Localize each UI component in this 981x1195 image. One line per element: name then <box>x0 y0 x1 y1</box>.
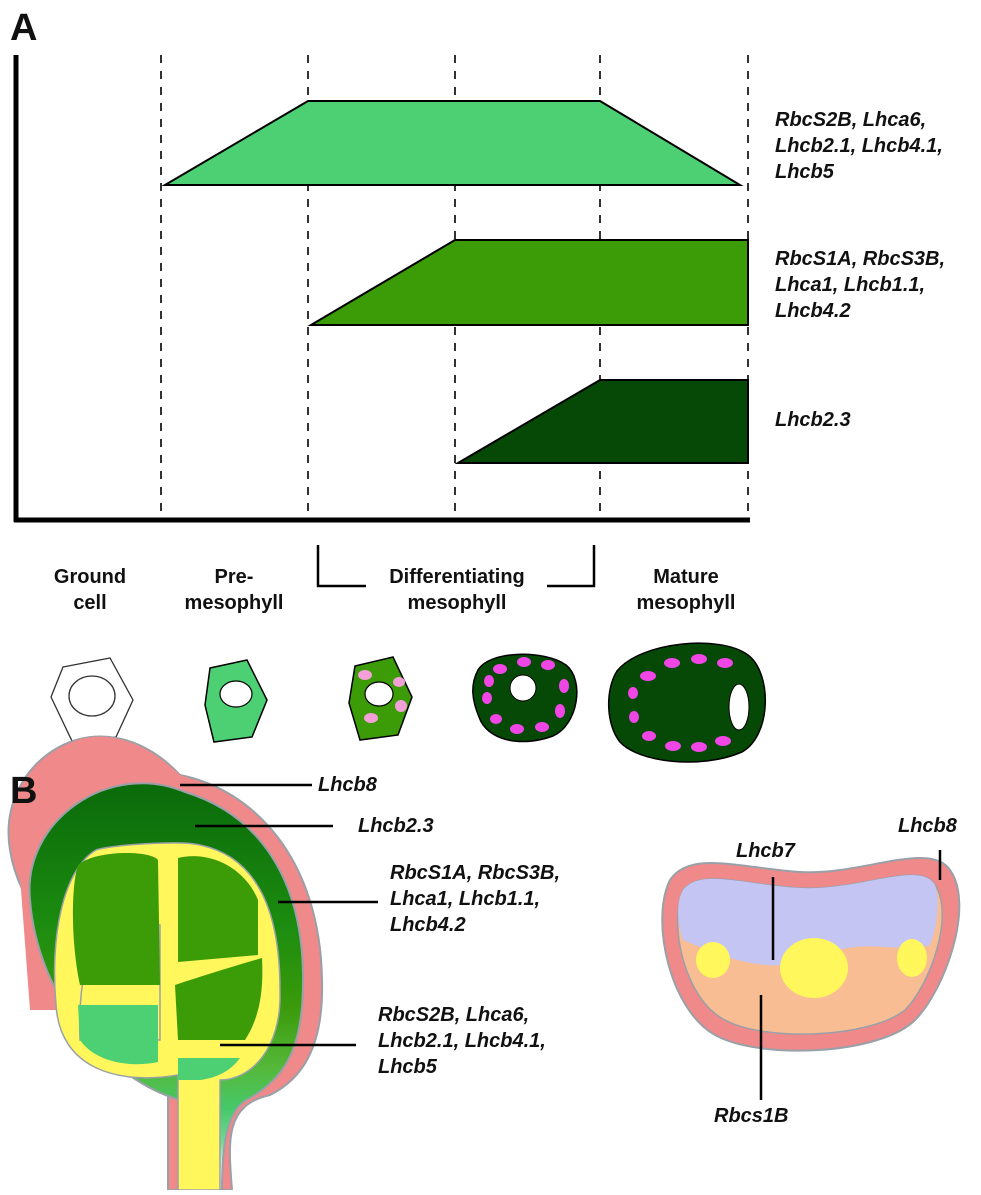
section-vein-left <box>696 942 730 978</box>
section-label-lhcb7: Lhcb7 <box>736 838 836 864</box>
gene-group-label-1: RbcS2B, Lhca6, Lhcb2.1, Lhcb4.1, Lhcb5 <box>775 107 975 185</box>
panel-a-label: A <box>10 8 37 48</box>
expression-band-mid-green <box>311 240 748 325</box>
section-label-lhcb8: Lhcb8 <box>898 813 978 839</box>
panel-b-section <box>662 850 959 1100</box>
stage-label-differentiating: Differentiating mesophyll <box>362 564 552 616</box>
section-label-rbcs1b: Rbcs1B <box>714 1103 814 1129</box>
expression-band-light-green <box>165 101 740 185</box>
stage-label-mature: Mature mesophyll <box>606 564 766 616</box>
panel-b-label: B <box>10 771 37 811</box>
leaf-label-rbcs2b-group: RbcS2B, Lhca6, Lhcb2.1, Lhcb4.1, Lhcb5 <box>378 1002 598 1080</box>
cell-pre-mesophyll <box>205 660 267 742</box>
leaf-label-lhcb2-3: Lhcb2.3 <box>358 813 558 839</box>
leaf-label-rbcs1a-group: RbcS1A, RbcS3B, Lhca1, Lhcb1.1, Lhcb4.2 <box>390 860 610 938</box>
leaf-label-lhcb8: Lhcb8 <box>318 772 518 798</box>
section-vein-right <box>897 939 927 977</box>
cell-mature <box>609 643 766 762</box>
cell-ground <box>51 658 133 741</box>
panel-b-leaf <box>9 737 378 1190</box>
section-vein-center <box>780 938 848 998</box>
cell-late-differentiating <box>473 654 577 741</box>
expression-band-dark-green <box>458 380 748 463</box>
gene-group-label-3: Lhcb2.3 <box>775 407 975 433</box>
stage-label-pre-mesophyll: Pre- mesophyll <box>164 564 304 616</box>
gene-group-label-2: RbcS1A, RbcS3B, Lhca1, Lhcb1.1, Lhcb4.2 <box>775 246 975 324</box>
panel-a <box>14 55 765 762</box>
cell-early-differentiating <box>349 657 412 740</box>
stage-label-ground-cell: Ground cell <box>20 564 160 616</box>
